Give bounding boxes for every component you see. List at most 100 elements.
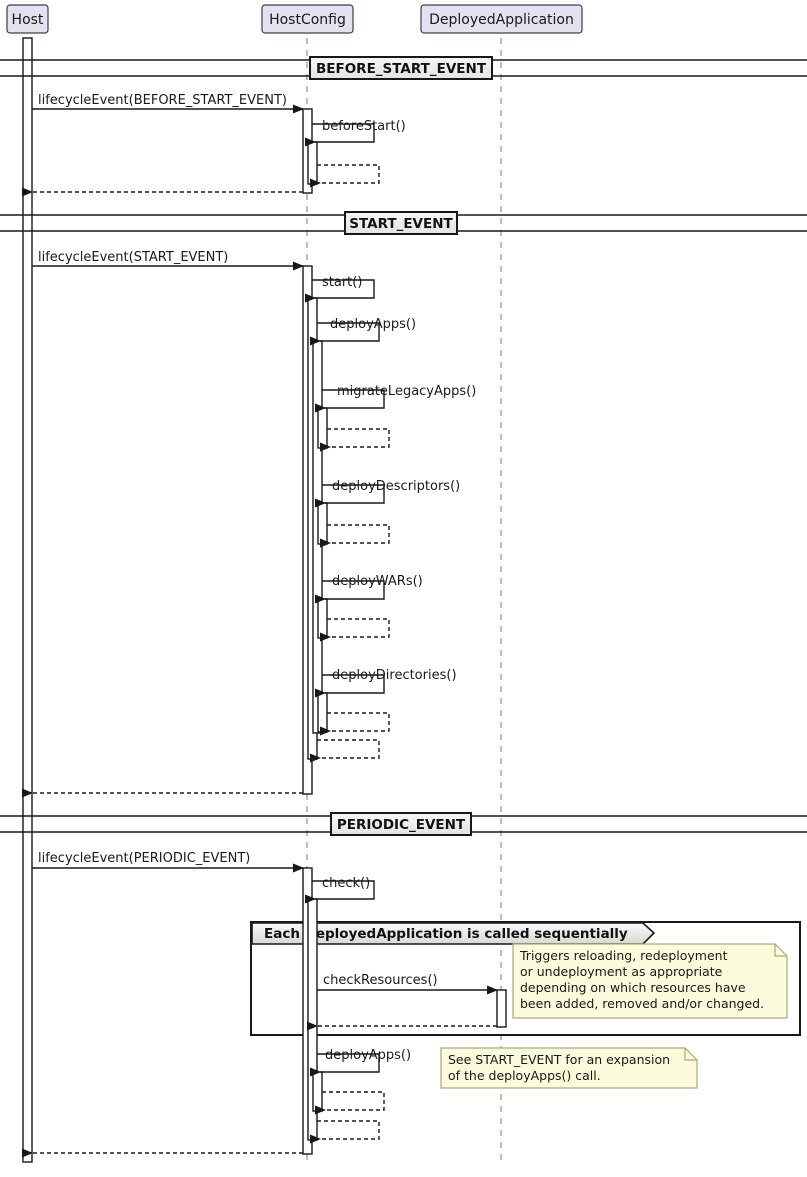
participant-host[interactable]: Host [6,4,49,34]
participant-label: DeployedApplication [429,12,574,28]
participant-label: Host [12,12,44,28]
participant-deployedapplication[interactable]: DeployedApplication [420,4,583,34]
divider-periodic-event: PERIODIC_EVENT [0,812,807,836]
act-hc-2d [317,502,328,545]
self-message-path [315,389,385,413]
self-message-path [320,524,390,548]
message-label: deployDescriptors() [332,479,460,494]
self-message-path [320,712,390,736]
note-fold-icon [774,944,787,957]
note-fold-icon [684,1048,697,1061]
message-label: lifecycleEvent(BEFORE_START_EVENT) [38,93,287,108]
message-m7: deployApps() [310,317,416,346]
divider-label: PERIODIC_EVENT [337,817,466,833]
self-message-path [310,164,380,188]
message-m20: checkResources() [317,973,498,995]
note-line: of the deployApps() call. [448,1068,601,1083]
messages-layer: lifecycleEvent(BEFORE_START_EVENT)before… [22,93,498,1158]
participant-box[interactable] [261,4,354,34]
message-m9 [320,428,390,452]
message-m22: deployApps() [310,1048,411,1077]
self-message-path [320,428,390,452]
message-m11 [320,524,390,548]
note-line: See START_EVENT for an expansion [448,1052,670,1067]
message-label: deployDirectories() [332,668,457,683]
act-hc-1-self [307,141,318,185]
note-body [512,943,788,1019]
act-da-1 [496,989,507,1028]
message-m15 [320,712,390,736]
message-m13 [320,618,390,642]
frame-label: Each DeployedApplication is called seque… [264,926,628,942]
act-hc-2e [317,598,328,639]
message-m24 [310,1120,380,1144]
note-line: or undeployment as appropriate [520,964,723,979]
message-m18: lifecycleEvent(PERIODIC_EVENT) [32,851,304,873]
message-label: deployApps() [325,1048,411,1063]
loop-frame: Each DeployedApplication is called seque… [250,921,801,1036]
note-line: depending on which resources have [520,980,746,995]
message-m8: migrateLegacyApps() [315,384,476,413]
divider-before-start-event: BEFORE_START_EVENT [0,56,807,80]
self-message-path [315,484,385,508]
message-m1: lifecycleEvent(BEFORE_START_EVENT) [32,93,304,114]
message-m19: check() [305,876,375,904]
self-message-path [320,618,390,642]
act-hc-2f [317,692,328,733]
message-m16 [310,739,380,763]
message-label: checkResources() [323,973,438,988]
self-message-path [310,1053,380,1077]
message-label: lifecycleEvent(PERIODIC_EVENT) [38,851,250,866]
message-m6: start() [305,275,375,303]
divider-box [344,211,458,235]
participants-layer: Host HostConfig DeployedApplication [6,4,583,34]
self-message-path [310,739,380,763]
lifelines-layer [26,38,502,1162]
self-message-path [310,1120,380,1144]
message-label: migrateLegacyApps() [337,384,476,399]
message-m14: deployDirectories() [315,668,457,698]
self-message-path [305,123,375,147]
self-message-path [310,322,380,346]
act-hc-3b [312,1071,323,1112]
message-label: beforeStart() [322,119,406,134]
message-m23 [315,1091,385,1115]
message-m10: deployDescriptors() [315,479,460,508]
note-body [440,1047,698,1089]
message-m5: lifecycleEvent(START_EVENT) [32,250,304,271]
dividers-layer: BEFORE_START_EVENT START_EVENT PERIODIC_EV… [0,56,807,836]
divider-box [309,56,493,80]
note-line: Triggers reloading, redeployment [519,948,728,963]
divider-start-event: START_EVENT [0,211,807,235]
message-m3 [310,164,380,188]
divider-label: BEFORE_START_EVENT [316,61,487,77]
act-host-main [22,37,33,1163]
self-message-path [315,1091,385,1115]
message-label: deployApps() [330,317,416,332]
frames-layer: Each DeployedApplication is called seque… [250,921,801,1036]
act-hc-2c [317,407,328,449]
self-message-path [305,279,375,303]
participant-hostconfig[interactable]: HostConfig [261,4,354,34]
message-m2: beforeStart() [305,119,406,147]
message-label: check() [322,876,370,891]
self-message-path [315,580,385,604]
activation-bars-layer [22,37,507,1163]
participant-label: HostConfig [269,12,346,28]
divider-box [330,812,472,836]
message-label: lifecycleEvent(START_EVENT) [38,250,228,265]
note-line: been added, removed and/or changed. [520,996,764,1011]
divider-label: START_EVENT [349,216,453,232]
frame-header-shape [251,922,656,945]
frame-border [250,921,801,1036]
self-message-path [315,674,385,698]
participant-box[interactable] [420,4,583,34]
participant-box[interactable] [6,4,49,34]
message-m12: deployWARs() [315,574,423,604]
self-message-path [305,880,375,904]
